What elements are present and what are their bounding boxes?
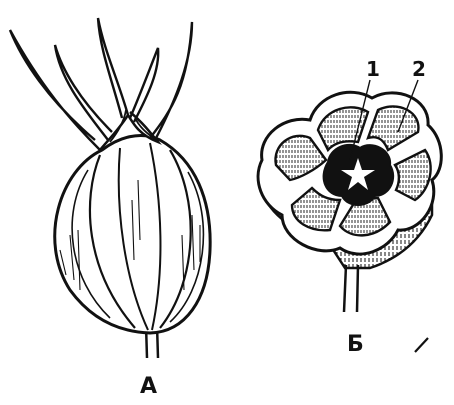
- section-stalk: [344, 265, 358, 312]
- callout-1-label: 1: [366, 57, 380, 81]
- corner-mark: [415, 338, 428, 352]
- figure-a-label: А: [140, 374, 157, 399]
- sepal-right-inner: [130, 48, 158, 122]
- style-center: [98, 18, 128, 118]
- sepal-left-inner: [55, 45, 112, 140]
- fruit-whole-drawing: [10, 18, 210, 358]
- sepal-right-outer: [150, 22, 192, 140]
- fruit-cross-section-drawing: [258, 80, 441, 352]
- callout-2-label: 2: [412, 57, 426, 81]
- figure-b-label: Б: [347, 332, 364, 357]
